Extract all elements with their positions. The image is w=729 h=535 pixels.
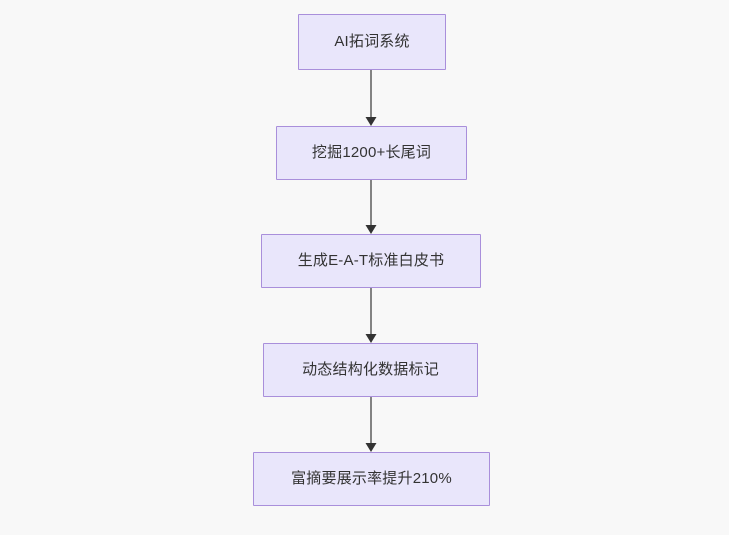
flow-arrow <box>365 288 377 343</box>
flow-node-5[interactable]: 富摘要展示率提升210% <box>253 452 490 506</box>
flow-arrow <box>365 397 377 452</box>
flow-node-2[interactable]: 挖掘1200+长尾词 <box>276 126 467 180</box>
flow-node-label: 动态结构化数据标记 <box>302 361 439 378</box>
flow-arrowhead-icon <box>365 117 377 126</box>
flow-arrowhead-icon <box>365 443 377 452</box>
flow-node-3[interactable]: 生成E-A-T标准白皮书 <box>261 234 481 288</box>
flow-node-label: AI拓词系统 <box>334 33 410 50</box>
flow-arrow <box>365 70 377 126</box>
flow-node-label: 挖掘1200+长尾词 <box>311 144 432 161</box>
flow-arrowhead-icon <box>365 334 377 343</box>
flow-arrow <box>365 180 377 234</box>
flow-node-1[interactable]: AI拓词系统 <box>298 14 446 70</box>
flow-arrowhead-icon <box>365 225 377 234</box>
flow-node-label: 富摘要展示率提升210% <box>291 470 452 487</box>
flow-node-4[interactable]: 动态结构化数据标记 <box>263 343 478 397</box>
flow-node-label: 生成E-A-T标准白皮书 <box>297 252 445 269</box>
